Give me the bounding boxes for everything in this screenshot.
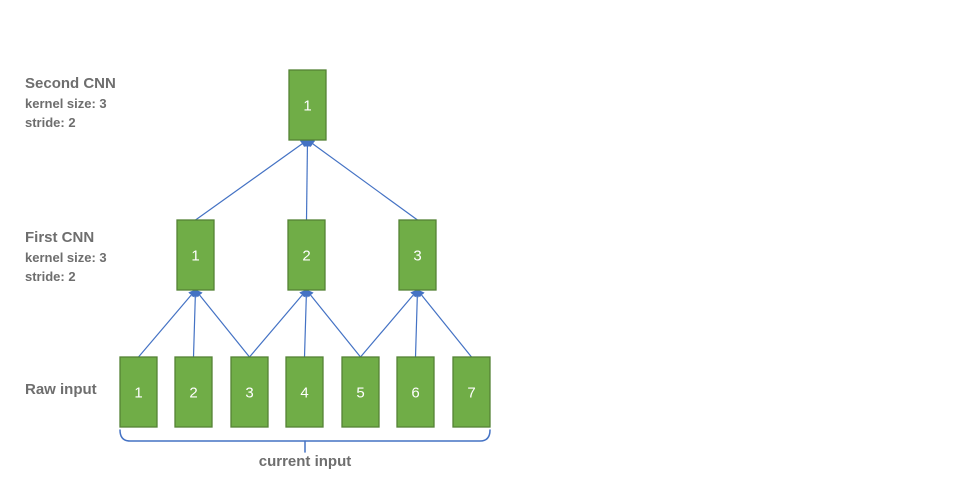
- first-box-number-3: 3: [413, 248, 421, 265]
- first-cnn-box-2: [287, 219, 326, 291]
- current-input-label: current input: [258, 453, 352, 470]
- connector-first-3-to-second-1: [306, 139, 418, 221]
- raw-cnn-box-6: [396, 356, 435, 428]
- raw-cnn-box-3: [230, 356, 269, 428]
- raw-cnn-box-1: [119, 356, 158, 428]
- first-cnn-label: First CNN kernel size: 3 stride: 2: [25, 228, 107, 286]
- connector-first-1-to-second-1: [195, 139, 309, 221]
- raw-box-number-2: 2: [189, 385, 197, 402]
- connector-raw-5-to-first-2: [305, 289, 361, 358]
- second-cnn-kernel-size: kernel size: 3: [25, 96, 107, 111]
- raw-box-number-3: 3: [245, 385, 253, 402]
- second-cnn-box-1: [288, 69, 327, 141]
- raw-box-number-4: 4: [300, 385, 308, 402]
- raw-box-number-5: 5: [356, 385, 364, 402]
- current-input-brace: [119, 429, 491, 442]
- raw-cnn-box-2: [174, 356, 213, 428]
- connector-raw-3-to-first-1: [194, 289, 250, 358]
- first-box-number-1: 1: [191, 248, 199, 265]
- raw-cnn-box-5: [341, 356, 380, 428]
- connector-raw-3-to-first-2: [249, 289, 308, 358]
- raw-box-number-6: 6: [411, 385, 419, 402]
- connector-raw-2-to-first-1: [191, 288, 200, 358]
- raw-input-title: Raw input: [25, 381, 97, 398]
- first-cnn-stride: stride: 2: [25, 269, 76, 284]
- connector-raw-1-to-first-1: [138, 289, 197, 358]
- raw-input-label: Raw input: [25, 380, 97, 400]
- raw-cnn-box-4: [285, 356, 324, 428]
- first-cnn-box-1: [176, 219, 215, 291]
- connector-raw-5-to-first-3: [360, 289, 419, 358]
- second-cnn-title: Second CNN: [25, 75, 116, 92]
- raw-box-number-7: 7: [467, 385, 475, 402]
- second-box-number-1: 1: [303, 98, 311, 115]
- connector-raw-7-to-first-3: [416, 289, 472, 358]
- raw-cnn-box-7: [452, 356, 491, 428]
- first-cnn-title: First CNN: [25, 229, 95, 246]
- second-cnn-stride: stride: 2: [25, 115, 76, 130]
- first-box-number-2: 2: [302, 248, 310, 265]
- first-cnn-box-3: [398, 219, 437, 291]
- first-cnn-kernel-size: kernel size: 3: [25, 250, 107, 265]
- second-cnn-label: Second CNN kernel size: 3 stride: 2: [25, 74, 116, 132]
- connector-raw-6-to-first-3: [413, 288, 422, 358]
- raw-box-number-1: 1: [134, 385, 142, 402]
- connector-raw-4-to-first-2: [302, 288, 311, 358]
- connector-first-2-to-second-1: [303, 138, 312, 221]
